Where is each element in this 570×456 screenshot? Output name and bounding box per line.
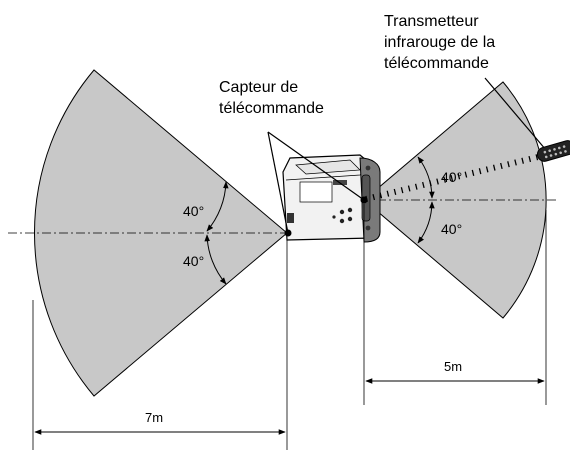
rear-angle-lower-label: 40°	[441, 221, 462, 237]
transmitter-label-line1: Transmetteur	[384, 13, 479, 30]
rear-angle-upper-label: 40°	[441, 169, 462, 185]
sensor-label-line2: télécommande	[219, 100, 324, 117]
ir-beam	[365, 154, 539, 202]
remote-control-icon	[536, 140, 570, 162]
projector-icon	[282, 154, 381, 243]
front-distance-label: 7m	[145, 410, 163, 425]
front-angle-upper-label: 40°	[183, 203, 204, 219]
transmitter-label-line2: infrarouge de la	[384, 34, 495, 51]
rear-range-sector	[363, 81, 547, 319]
sensor-leader-front	[267, 131, 289, 234]
front-angle-arc-upper	[206, 181, 229, 232]
rear-distance-label: 5m	[444, 359, 462, 374]
front-angle-lower-label: 40°	[183, 253, 204, 269]
rear-angle-arc-lower	[417, 201, 435, 244]
sensor-leader-rear	[267, 131, 365, 201]
transmitter-leader	[484, 77, 547, 151]
transmitter-label-line3: télécommande	[384, 55, 489, 72]
front-range-sector	[34, 69, 288, 397]
rear-angle-arc-upper	[417, 156, 435, 199]
sensor-label-line1: Capteur de	[219, 79, 298, 96]
front-angle-arc-lower	[204, 234, 227, 285]
